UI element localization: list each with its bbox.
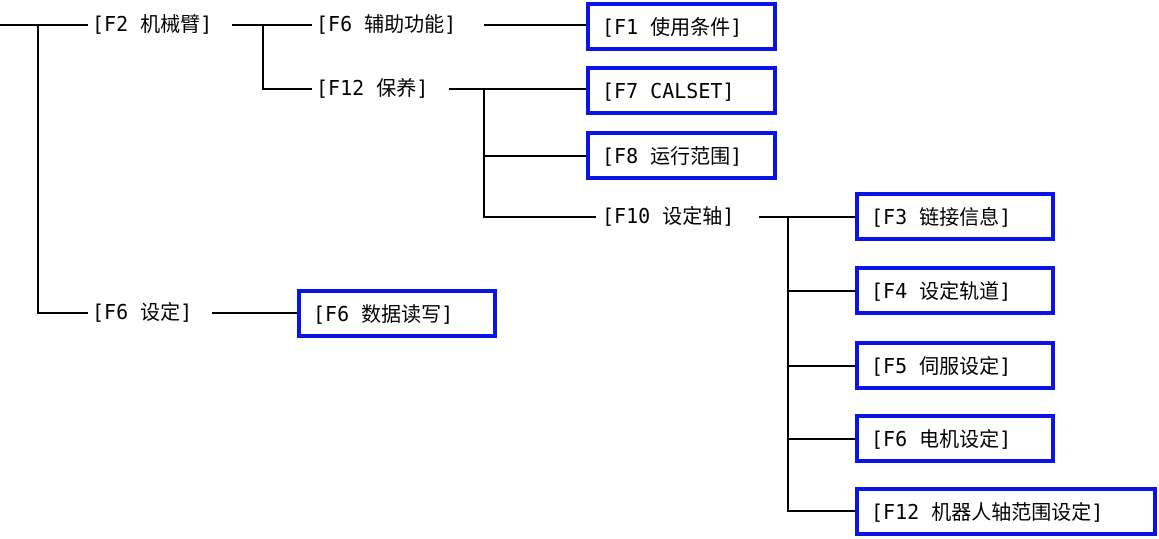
- node-f7-calset: [F7 CALSET]: [602, 78, 735, 103]
- node-f6-motor: [F6 电机设定]: [871, 426, 1012, 451]
- leaf-box-f8: [F8 运行范围]: [586, 131, 777, 180]
- node-f6-settings: [F6 设定]: [92, 300, 193, 324]
- leaf-box-f6-motor: [F6 电机设定]: [855, 414, 1055, 463]
- connector-line: [483, 216, 596, 218]
- connector-line: [483, 155, 588, 157]
- connector-line: [262, 88, 312, 90]
- connector-line: [449, 88, 588, 90]
- leaf-box-f7: [F7 CALSET]: [586, 66, 777, 115]
- node-f2-arm: [F2 机械臂]: [92, 12, 213, 36]
- leaf-box-f12-robot: [F12 机器人轴范围设定]: [855, 487, 1157, 536]
- connector-line: [787, 290, 857, 292]
- connector-line: [787, 365, 857, 367]
- node-f6-aux: [F6 辅助功能]: [316, 12, 457, 36]
- connector-line: [787, 438, 857, 440]
- leaf-box-f1: [F1 使用条件]: [586, 2, 777, 51]
- leaf-box-f6-data: [F6 数据读写]: [297, 289, 497, 338]
- node-f12-maintenance: [F12 保养]: [316, 76, 429, 100]
- connector-line: [212, 312, 299, 314]
- node-f12-robot-range: [F12 机器人轴范围设定]: [871, 499, 1104, 524]
- connector-line: [37, 24, 39, 314]
- node-f5-servo: [F5 伺服设定]: [871, 353, 1012, 378]
- leaf-box-f5: [F5 伺服设定]: [855, 341, 1055, 390]
- node-f8-range: [F8 运行范围]: [602, 143, 743, 168]
- connector-line: [483, 88, 485, 218]
- node-f1-conditions: [F1 使用条件]: [602, 14, 743, 39]
- connector-line: [787, 216, 789, 512]
- connector-line: [37, 312, 88, 314]
- leaf-box-f4: [F4 设定轨道]: [855, 266, 1055, 315]
- connector-line: [0, 24, 88, 26]
- connector-line: [232, 24, 312, 26]
- connector-line: [787, 510, 857, 512]
- node-f10-axis: [F10 设定轴]: [602, 204, 735, 228]
- node-f6-data-rw: [F6 数据读写]: [313, 301, 454, 326]
- connector-line: [262, 24, 264, 90]
- connector-line: [759, 216, 857, 218]
- connector-line: [484, 24, 588, 26]
- leaf-box-f3: [F3 链接信息]: [855, 192, 1055, 241]
- node-f3-link: [F3 链接信息]: [871, 204, 1012, 229]
- node-f4-track: [F4 设定轨道]: [871, 278, 1012, 303]
